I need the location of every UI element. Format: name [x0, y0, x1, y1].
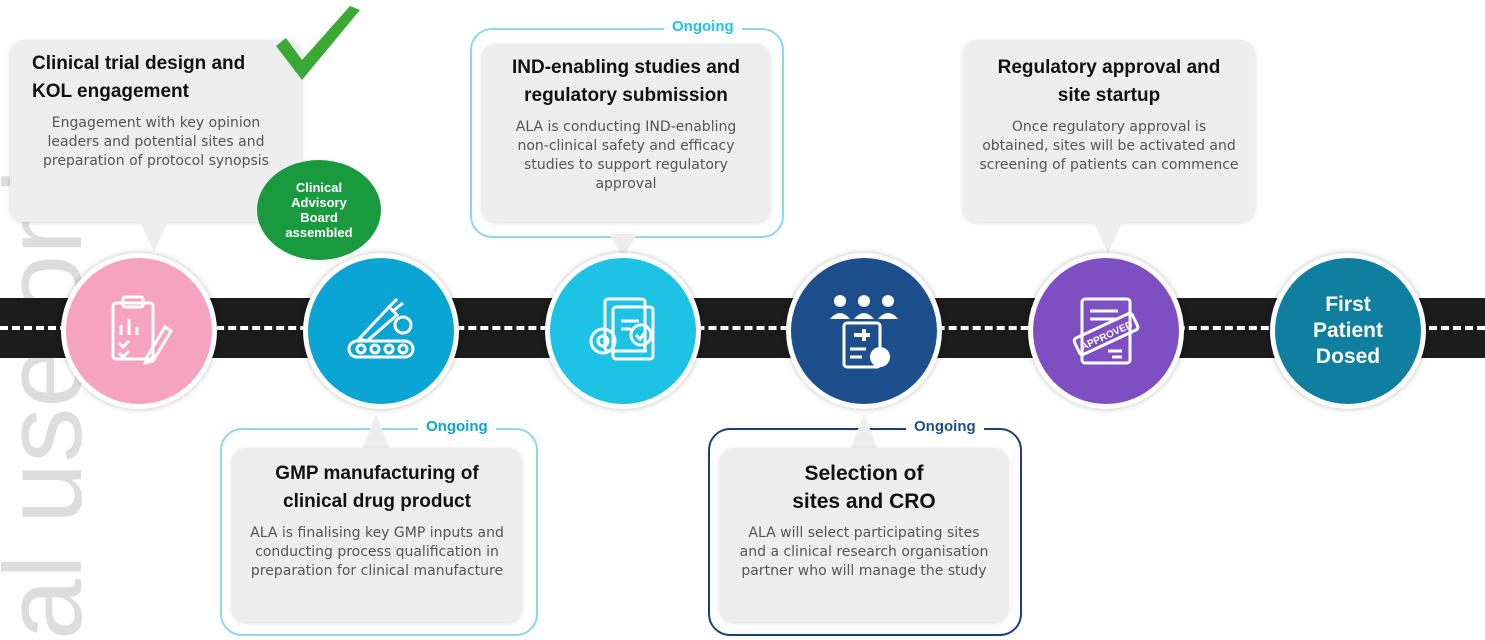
step-4-circle: [791, 258, 937, 404]
milestone-line-4: assembled: [285, 225, 353, 240]
approved-stamp-icon: APPROVED: [1072, 297, 1140, 365]
step-2-title: GMP manufacturing of: [275, 463, 479, 484]
step-4-card: Selection of sites and CRO ALA will sele…: [720, 448, 1008, 622]
milestone-line-2: Advisory: [291, 195, 347, 210]
step-5-pointer: [1094, 222, 1122, 254]
team-clipboard-icon: [830, 295, 898, 369]
step-2-status: Ongoing: [418, 418, 496, 436]
milestone-line-3: Board: [300, 210, 338, 225]
step-3-description: ALA is conducting IND-enabling non-clini…: [515, 119, 737, 192]
first-patient-line-1: First: [1325, 293, 1371, 316]
step-4-title-2: sites and CRO: [792, 490, 936, 513]
milestone-badge: Clinical Advisory Board assembled: [257, 160, 381, 260]
step-1-title-2: KOL engagement: [32, 81, 189, 102]
first-patient-line-2: Patient: [1312, 319, 1383, 342]
step-3-circle: [550, 258, 696, 404]
step-4-pointer: [850, 414, 878, 450]
step-2-title-2: clinical drug product: [283, 491, 471, 512]
step-1-title: Clinical trial design and: [32, 53, 246, 74]
step-1-pointer: [140, 222, 168, 252]
step-1-card: Clinical trial design and KOL engagement…: [10, 40, 302, 222]
step-5-description: Once regulatory approval is obtained, si…: [979, 119, 1239, 173]
conveyor-syringe-icon: [347, 297, 415, 359]
clipboard-chart-icon: [111, 295, 174, 366]
milestone-line-1: Clinical: [295, 180, 343, 195]
step-2-pointer: [362, 414, 390, 450]
step-4-title: Selection of: [804, 462, 924, 485]
step-5-title-2: site startup: [1057, 85, 1161, 106]
step-5-card: Regulatory approval and site startup Onc…: [963, 40, 1255, 222]
step-4-status: Ongoing: [906, 418, 984, 436]
step-1-description: Engagement with key opinion leaders and …: [43, 115, 269, 169]
completed-check-icon: [276, 6, 360, 80]
road-center-line: [0, 326, 1485, 330]
first-patient-line-3: Dosed: [1315, 345, 1381, 368]
step-6-circle: First Patient Dosed: [1275, 258, 1421, 404]
step-2-card: GMP manufacturing of clinical drug produ…: [232, 448, 522, 622]
step-5-circle: APPROVED: [1033, 258, 1179, 404]
step-3-title: IND-enabling studies and: [511, 57, 741, 78]
step-5-title: Regulatory approval and: [997, 57, 1221, 78]
step-2-description: ALA is finalising key GMP inputs and con…: [250, 525, 504, 579]
step-2-circle: [308, 258, 454, 404]
step-3-title-2: regulatory submission: [524, 85, 728, 106]
step-1-circle: [66, 258, 212, 404]
step-3-status: Ongoing: [664, 18, 742, 36]
step-4-description: ALA will select participating sites and …: [739, 525, 989, 579]
step-3-card: IND-enabling studies and regulatory subm…: [482, 44, 770, 222]
gear-documents-icon: [589, 297, 655, 361]
